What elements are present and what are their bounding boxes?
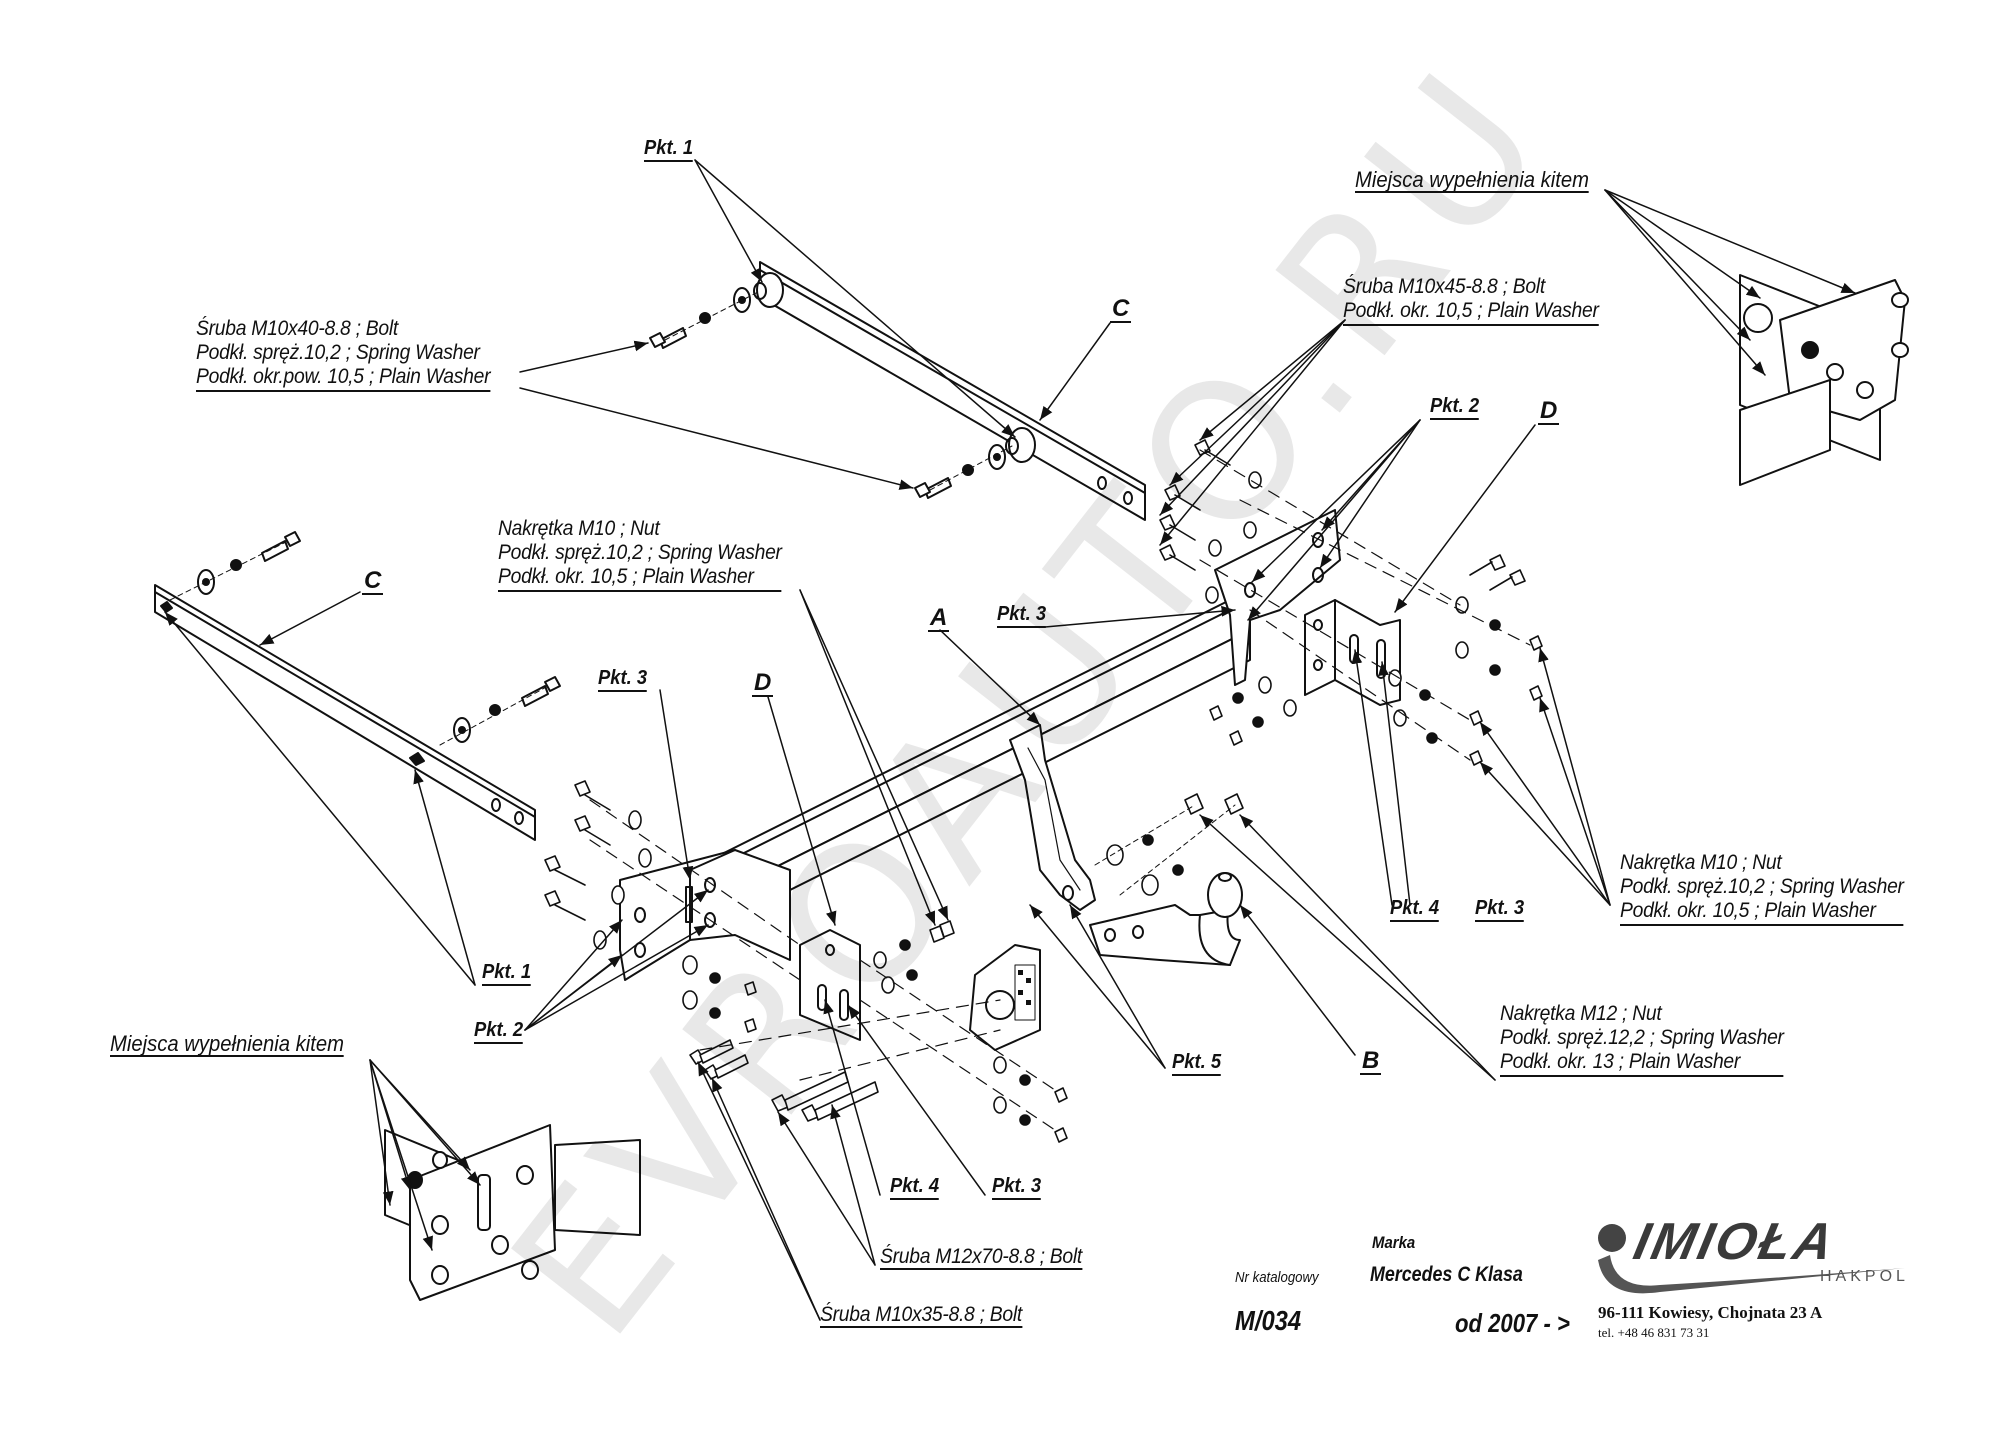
drop-bracket — [1009, 724, 1096, 911]
washer-left-2 — [453, 717, 471, 743]
bolt-top-1 — [649, 327, 687, 349]
right-side-bracket — [1214, 509, 1341, 686]
callout-nut-m12: Nakrętka M12 ; Nut Podkł. spręż.12,2 ; S… — [1500, 1002, 1784, 1077]
nut-left-bar — [409, 752, 425, 766]
label-part-c-left: C — [362, 567, 384, 596]
callout-bolt-m10x45: Śruba M10x45-8.8 ; Bolt Podkł. okr. 10,5… — [1343, 275, 1599, 326]
callout-kit-fill-bottom: Miejsca wypełnienia kitem — [110, 1031, 344, 1058]
label-pkt1-left: Pkt. 1 — [482, 962, 532, 986]
callout-line: Śruba M10x45-8.8 ; Bolt — [1343, 275, 1545, 298]
label-pkt3-center: Pkt. 3 — [997, 604, 1047, 628]
callout-line: Nakrętka M10 ; Nut — [1620, 851, 1782, 874]
callout-line: Podkł. spręż.10,2 ; Spring Washer — [1620, 875, 1904, 898]
callout-line: Podkł. okr. 10,5 ; Plain Washer — [1620, 899, 1904, 926]
fasteners — [544, 439, 1543, 1143]
bolts-bottom-m10x35 — [689, 1039, 749, 1080]
plate-d-left — [799, 929, 861, 1041]
callout-bolt-m10x40: Śruba M10x40-8.8 ; Bolt Podkł. spręż.10,… — [196, 317, 491, 392]
label-pkt4-bottom: Pkt. 4 — [890, 1176, 940, 1200]
catalog-number: M/034 — [1235, 1305, 1302, 1336]
catalog-number-label: Nr katalogowy — [1235, 1269, 1319, 1286]
label-part-d-right: D — [1538, 397, 1560, 426]
brand-label: Marka — [1372, 1233, 1416, 1252]
callout-line: Podkł. spręż.12,2 ; Spring Washer — [1500, 1026, 1784, 1049]
callout-bolt-m12x70: Śruba M12x70-8.8 ; Bolt — [880, 1245, 1082, 1271]
callout-line: Podkł. spręż.10,2 ; Spring Washer — [498, 541, 782, 564]
callout-line: Nakrętka M10 ; Nut — [498, 517, 660, 540]
callout-line: Nakrętka M12 ; Nut — [1500, 1002, 1662, 1025]
spacer-top-1 — [753, 272, 784, 308]
washer-top-1 — [733, 287, 751, 313]
company-logo-sub: HAKPOL — [1820, 1268, 1909, 1285]
callout-nut-m10-right: Nakrętka M10 ; Nut Podkł. spręż.10,2 ; S… — [1620, 851, 1904, 926]
bolt-top-2 — [914, 477, 952, 499]
callout-line: Podkł. okr. 13 ; Plain Washer — [1500, 1050, 1784, 1077]
label-part-a: A — [928, 604, 950, 633]
callout-line: Podkł. spręż.10,2 ; Spring Washer — [196, 341, 480, 364]
nuts-m12 — [1094, 793, 1244, 896]
label-pkt3-right: Pkt. 3 — [1475, 898, 1525, 922]
callout-line: Podkł. okr.pow. 10,5 ; Plain Washer — [196, 365, 491, 392]
leader-lines — [164, 159, 1856, 1321]
nuts-socket-bottom — [993, 1056, 1068, 1143]
detail-kit-top-right — [1739, 274, 1909, 486]
callout-bolt-m10x35: Śruba M10x35-8.8 ; Bolt — [820, 1303, 1022, 1329]
callout-line: Śruba M10x40-8.8 ; Bolt — [196, 317, 398, 340]
bar-c-top — [759, 261, 1146, 521]
washer-top-2 — [988, 444, 1006, 470]
model-year: od 2007 - > — [1455, 1308, 1570, 1338]
washers-left — [593, 810, 652, 950]
label-pkt3-bottom: Pkt. 3 — [992, 1176, 1042, 1200]
bolts-right-far — [1388, 554, 1543, 766]
callout-kit-fill-top: Miejsca wypełnienia kitem — [1355, 167, 1589, 194]
bolt-left-2 — [521, 676, 561, 707]
company-address: 96-111 Kowiesy, Chojnata 23 A — [1598, 1303, 1823, 1322]
socket-plate — [969, 944, 1041, 1051]
company-logo-mark — [1598, 1224, 1905, 1294]
tow-ball-b — [1089, 872, 1243, 966]
label-pkt3-left: Pkt. 3 — [598, 668, 648, 692]
label-pkt5: Pkt. 5 — [1172, 1052, 1222, 1076]
label-pkt1-top: Pkt. 1 — [644, 138, 694, 162]
callout-line: Podkł. okr. 10,5 ; Plain Washer — [1343, 299, 1599, 326]
label-part-c-top: C — [1110, 295, 1132, 324]
bolts-right-upper — [1159, 439, 1262, 604]
nuts-right-lower — [1209, 676, 1297, 746]
nuts-centre — [873, 920, 955, 994]
callout-nut-m10-left: Nakrętka M10 ; Nut Podkł. spręż.10,2 ; S… — [498, 517, 782, 592]
bolt-left-1 — [261, 531, 301, 562]
company-phone: tel. +48 46 831 73 31 — [1598, 1325, 1710, 1340]
detail-kit-bottom-left — [384, 1124, 641, 1301]
bolts-bottom-m12x70 — [771, 1071, 879, 1122]
vehicle-model: Mercedes C Klasa — [1370, 1263, 1523, 1286]
label-pkt4-right: Pkt. 4 — [1390, 898, 1440, 922]
callout-line: Podkł. okr. 10,5 ; Plain Washer — [498, 565, 782, 592]
label-part-d-left: D — [752, 669, 774, 698]
nuts-left-bottom — [682, 955, 757, 1033]
spring-washer-top-1 — [699, 312, 711, 324]
label-pkt2-left: Pkt. 2 — [474, 1020, 524, 1044]
label-part-b: B — [1360, 1047, 1382, 1076]
company-logo-text: IMIOŁA — [1628, 1213, 1842, 1271]
label-pkt2-top: Pkt. 2 — [1430, 396, 1480, 420]
bolt-row-left — [544, 780, 611, 921]
bar-c-left — [154, 584, 536, 841]
spring-washer-top-2 — [962, 464, 974, 476]
